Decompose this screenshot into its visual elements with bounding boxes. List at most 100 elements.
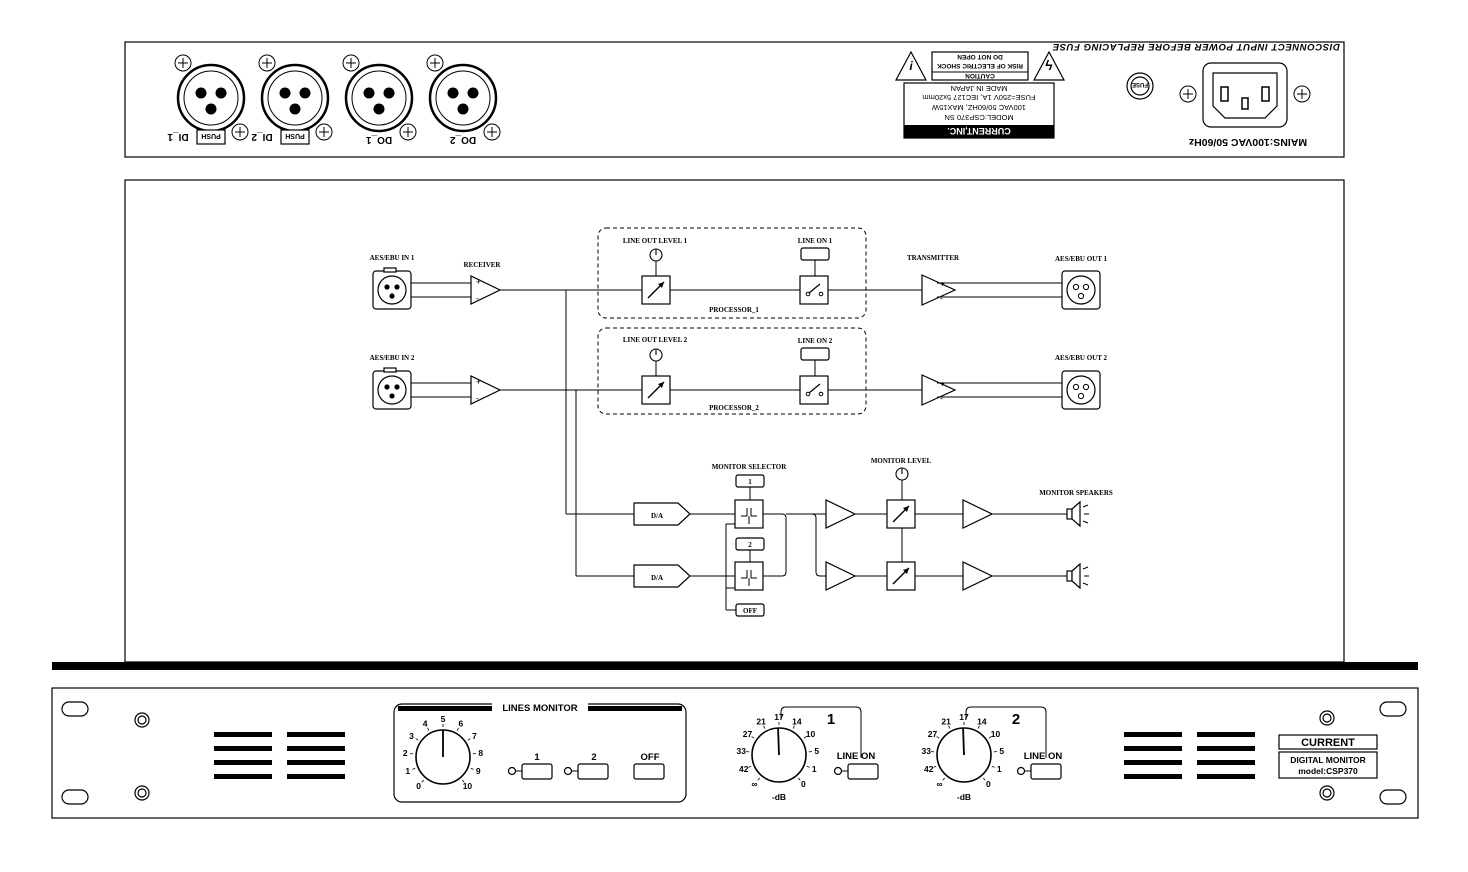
line-out-level-1-block bbox=[642, 276, 670, 304]
channel-2-line-on-label: LINE ON bbox=[1024, 751, 1063, 762]
plus-sign: + bbox=[476, 378, 481, 387]
knob-scale-label: 17 bbox=[959, 712, 969, 722]
fuse-label: FUSE bbox=[1132, 81, 1148, 87]
rack-slot bbox=[62, 702, 88, 716]
screw-icon bbox=[1320, 711, 1334, 725]
do2-label: DO_2 bbox=[450, 134, 477, 145]
knob-scale-label: 17 bbox=[774, 712, 784, 722]
knob-scale-label: 6 bbox=[458, 718, 463, 728]
front-model: model:CSP370 bbox=[1298, 766, 1358, 776]
knob-scale-label: 3 bbox=[409, 731, 414, 741]
knob-scale-label: 27 bbox=[928, 729, 938, 739]
knob-scale-label: 42 bbox=[924, 764, 934, 774]
minus-sign: - bbox=[940, 394, 943, 403]
selector-off-label: OFF bbox=[743, 607, 757, 615]
knob-scale-label: 2 bbox=[403, 748, 408, 758]
knob-scale-label: 27 bbox=[743, 729, 753, 739]
front-brand: CURRENT bbox=[1301, 737, 1355, 749]
knob-scale-label: 5 bbox=[441, 714, 446, 724]
level-knob-icon bbox=[896, 468, 908, 480]
db-unit-label: -dB bbox=[772, 792, 786, 802]
knob-scale-label: 0 bbox=[416, 781, 421, 791]
knob-scale-label: 33 bbox=[921, 746, 931, 756]
monitor-button-1-label: 1 bbox=[534, 752, 540, 763]
divider-bar bbox=[52, 662, 1418, 670]
rear-power: 100VAC 50/60HZ, MAX15W bbox=[931, 103, 1026, 112]
xlr-socket-icon bbox=[430, 65, 496, 131]
transmitter-label: TRANSMITTER bbox=[907, 254, 960, 262]
xlr-output-icon bbox=[1062, 371, 1100, 409]
out1-label: AES/EBU OUT 1 bbox=[1055, 255, 1107, 263]
plus-sign: + bbox=[940, 380, 945, 389]
knob-scale-label: 5 bbox=[814, 746, 819, 756]
knob-scale-label: 8 bbox=[478, 748, 483, 758]
knob-scale-label: 14 bbox=[792, 716, 802, 726]
front-product: DIGITAL MONITOR bbox=[1290, 755, 1366, 765]
channel-1-line-on-label: LINE ON bbox=[837, 751, 876, 762]
line-on-1-switch bbox=[800, 276, 828, 304]
line-out-level-1-label: LINE OUT LEVEL 1 bbox=[623, 237, 688, 245]
processor-2-label: PROCESSOR_2 bbox=[709, 404, 759, 412]
push-label: PUSH bbox=[201, 132, 220, 139]
monitor-speakers-label: MONITOR SPEAKERS bbox=[1039, 489, 1113, 497]
knob-scale-label: 1 bbox=[812, 764, 817, 774]
xlr-socket-icon bbox=[178, 65, 244, 131]
rack-slot bbox=[1380, 790, 1406, 804]
selector-1-label: 1 bbox=[748, 478, 752, 486]
block-diagram: AES/EBU IN 1 AES/EBU IN 2 RECEIVER + - +… bbox=[125, 180, 1344, 662]
xlr-output-icon bbox=[1062, 271, 1100, 309]
minus-sign: - bbox=[940, 294, 943, 303]
knob-scale-label: 10 bbox=[806, 729, 816, 739]
monitor-button-off-label: OFF bbox=[641, 752, 660, 763]
caution-line2: DO NOT OPEN bbox=[957, 53, 1003, 60]
monitor-button-2-label: 2 bbox=[591, 752, 596, 763]
xlr-input-icon bbox=[373, 271, 411, 309]
knob-scale-label: 0 bbox=[801, 779, 806, 789]
knob-scale-label: 1 bbox=[997, 764, 1002, 774]
screw-icon bbox=[1320, 786, 1334, 800]
di1-label: DI_1 bbox=[167, 131, 189, 142]
in1-label: AES/EBU IN 1 bbox=[370, 254, 415, 262]
monitor-level-2-block bbox=[887, 562, 915, 590]
knob-scale-label: 7 bbox=[472, 731, 477, 741]
db-unit-label: -dB bbox=[957, 792, 971, 802]
da-label: D/A bbox=[651, 512, 663, 520]
knob-scale-label: 33 bbox=[736, 746, 746, 756]
rack-slot bbox=[62, 790, 88, 804]
disconnect-warning: DISCONNECT INPUT POWER BEFORE REPLACING … bbox=[1052, 41, 1340, 52]
do1-label: DO_1 bbox=[366, 134, 393, 145]
minus-sign: - bbox=[476, 394, 479, 403]
knob-scale-label: 9 bbox=[476, 766, 481, 776]
rear-origin: MADE IN JAPAN bbox=[951, 84, 1008, 93]
knob-scale-label: 42 bbox=[739, 764, 749, 774]
push-label: PUSH bbox=[285, 132, 304, 139]
knob-scale-label: 10 bbox=[991, 729, 1001, 739]
monitor-selector-label: MONITOR SELECTOR bbox=[712, 463, 788, 471]
knob-scale-label: 21 bbox=[941, 716, 951, 726]
caution-line1: RISK OF ELECTRIC SHOCK bbox=[937, 62, 1023, 69]
channel-1-number: 1 bbox=[827, 711, 835, 728]
channel-2-number: 2 bbox=[1012, 711, 1020, 728]
in1-connector bbox=[373, 268, 411, 309]
selector-2-relay bbox=[735, 562, 763, 590]
out2-label: AES/EBU OUT 2 bbox=[1055, 354, 1107, 362]
line-on-2-button-icon bbox=[801, 348, 829, 360]
level-knob-icon bbox=[650, 349, 662, 361]
rear-panel: PUSH DI_1 PUSH DI_2 DO_1 DO_2 bbox=[125, 41, 1344, 157]
plus-sign: + bbox=[940, 280, 945, 289]
level-knob-icon bbox=[650, 249, 662, 261]
rear-fuse-spec: FUSE=250V 1A, IEC127 5x20mm bbox=[922, 93, 1035, 102]
processor-1-label: PROCESSOR_1 bbox=[709, 306, 759, 314]
screw-icon bbox=[135, 786, 149, 800]
xlr-input-icon bbox=[373, 371, 411, 409]
monitor-level-label: MONITOR LEVEL bbox=[871, 457, 932, 465]
screw-icon bbox=[135, 713, 149, 727]
lightning-glyph: ϟ bbox=[1045, 57, 1053, 73]
selector-2-label: 2 bbox=[748, 541, 752, 549]
rear-model: MODEL:CSP370 SN bbox=[944, 113, 1013, 122]
line-out-level-2-block bbox=[642, 376, 670, 404]
lines-monitor-title: LINES MONITOR bbox=[502, 703, 577, 714]
knob-scale-label: 0 bbox=[986, 779, 991, 789]
rear-brand: CURRENT,INC. bbox=[947, 126, 1011, 136]
